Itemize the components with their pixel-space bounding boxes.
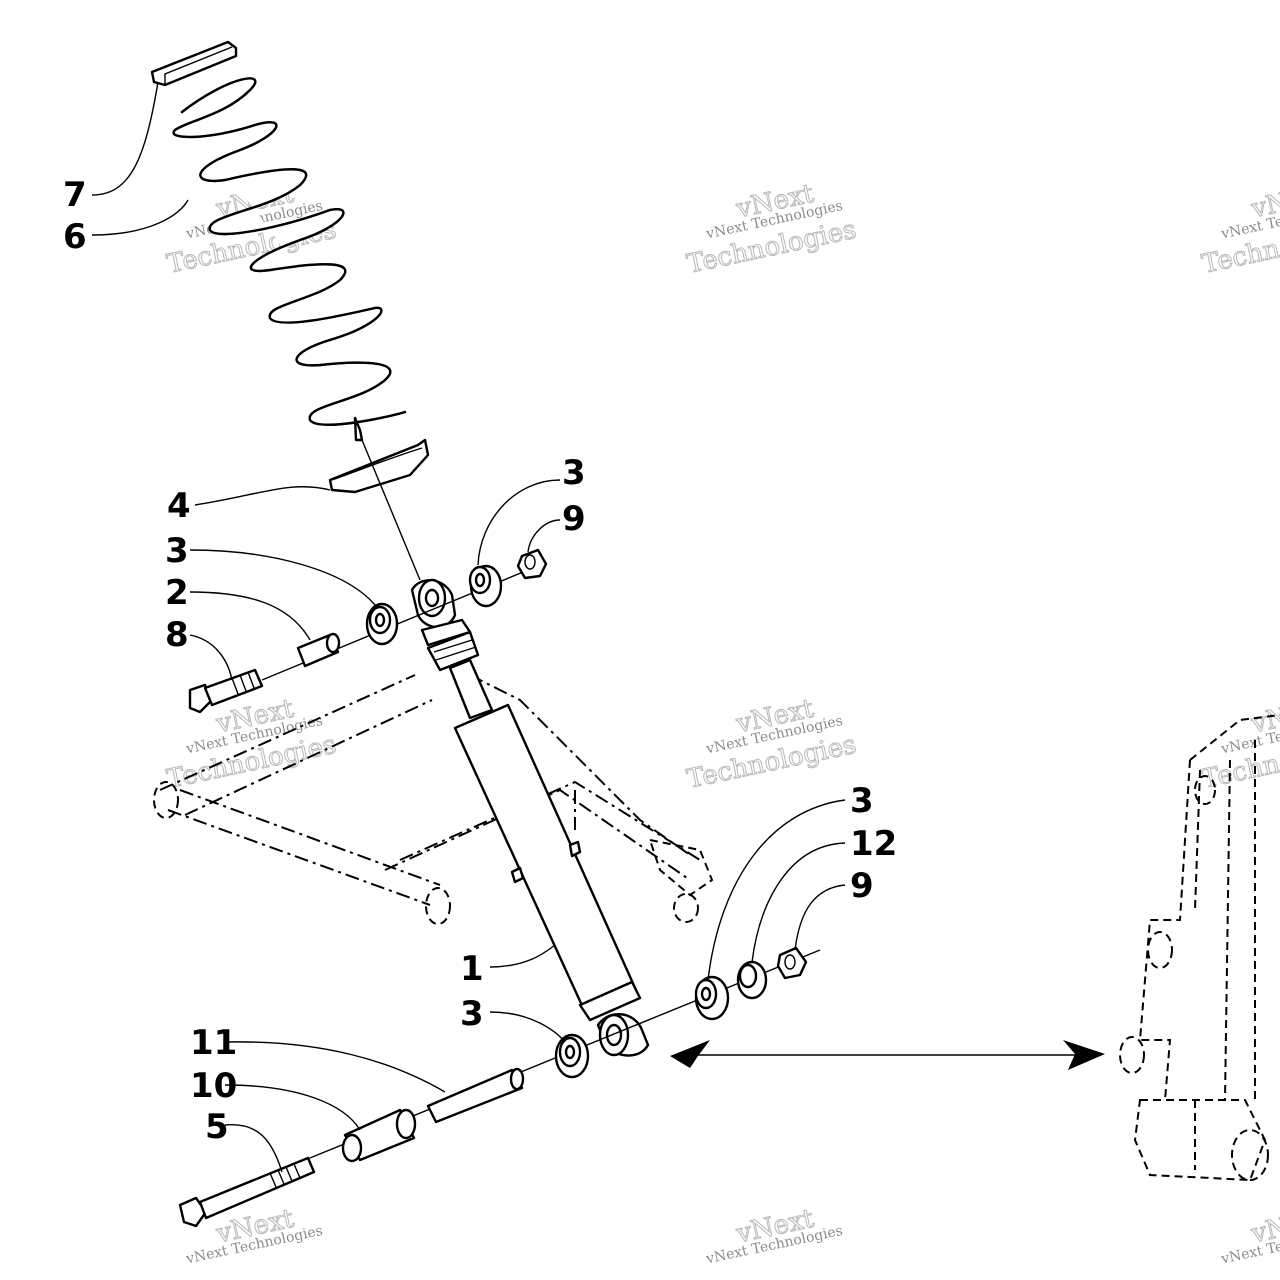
nut-lower [776, 946, 808, 980]
bushing-upper-left [365, 602, 399, 646]
callout-10: 10 [190, 1066, 237, 1106]
bushing-lower-right [694, 975, 730, 1021]
watermark: vNext vNext Technologies Technologies [1199, 178, 1280, 280]
callout-1: 1 [460, 949, 484, 989]
spring-retainer-top [150, 40, 238, 87]
callout-4: 4 [167, 486, 191, 526]
callout-11: 11 [190, 1023, 237, 1063]
callout-5: 5 [205, 1107, 229, 1147]
spindle-phantom [1119, 714, 1280, 1182]
coil-spring [172, 77, 407, 426]
washer-lower [736, 960, 768, 1000]
sleeve-lower [426, 1067, 525, 1124]
bolt-lower [178, 1156, 316, 1228]
callout-labels: 7 6 4 3 2 8 3 9 3 12 9 1 3 11 10 5 [63, 175, 897, 1147]
nut-upper [516, 548, 548, 580]
watermark: vNext vNext Technologies Technologies [684, 178, 860, 280]
a-arm-phantom [153, 674, 714, 925]
callout-3: 3 [850, 781, 874, 821]
lower-hardware [178, 946, 821, 1228]
watermark: vNext vNext Technologies [1219, 1203, 1280, 1267]
spacer-lower [341, 1108, 417, 1163]
bushing-upper-right [468, 564, 503, 608]
a-arm-bushing-bottom [425, 887, 451, 925]
shock-absorber [361, 439, 650, 1057]
callout-9: 9 [562, 499, 586, 539]
watermark: vNext vNext Technologies Technologies [1199, 693, 1280, 795]
double-arrow [670, 1040, 1105, 1070]
watermark: vNext vNext Technologies Technologies [684, 693, 860, 795]
callout-8: 8 [165, 615, 189, 655]
callout-3: 3 [460, 994, 484, 1034]
spring-seat [328, 416, 430, 494]
watermark: vNext vNext Technologies [704, 1203, 844, 1267]
a-arm-bushing-left [153, 781, 179, 819]
callout-3: 3 [165, 531, 189, 571]
callout-3: 3 [562, 453, 586, 493]
bushing-lower-left [554, 1033, 590, 1079]
sleeve-upper [296, 632, 341, 668]
callout-6: 6 [63, 217, 87, 257]
callout-2: 2 [165, 573, 189, 613]
watermark: vNext vNext Technologies Technologies [164, 693, 340, 795]
bolt-upper [188, 668, 264, 714]
callout-12: 12 [850, 824, 897, 864]
callout-7: 7 [63, 175, 87, 215]
upper-hardware [188, 548, 548, 714]
leader-lines [91, 81, 846, 1173]
a-arm-bushing-right [673, 893, 699, 923]
watermark-layer: vNext vNext Technologies Technologies vN… [164, 178, 1280, 1267]
callout-9: 9 [850, 866, 874, 906]
